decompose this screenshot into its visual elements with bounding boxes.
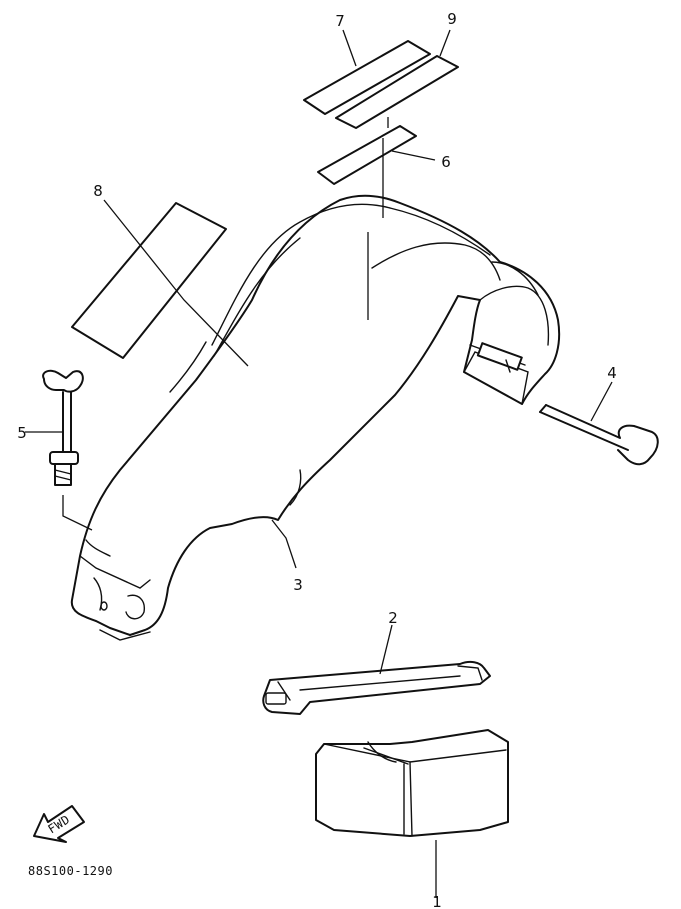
callout-2: 2 — [388, 609, 398, 627]
part-9-strip — [335, 55, 459, 129]
callout-8: 8 — [93, 182, 103, 200]
callout-9: 9 — [447, 10, 457, 28]
part-2-strap — [262, 660, 491, 715]
part-3-fender — [70, 117, 561, 641]
callout-4: 4 — [607, 364, 617, 382]
part-8-pad — [71, 202, 227, 359]
leader-lines — [25, 29, 613, 675]
callout-6: 6 — [441, 153, 451, 171]
part-7-strip — [303, 40, 431, 115]
callout-3: 3 — [293, 576, 303, 594]
part-1-box — [315, 729, 509, 898]
part-4-pin — [539, 404, 659, 466]
callout-7: 7 — [335, 12, 345, 30]
callout-5: 5 — [17, 424, 27, 442]
fwd-arrow-icon: FWD — [33, 805, 85, 843]
part-5-wing-bolt — [42, 369, 93, 531]
drawing-code: 88S100-1290 — [28, 864, 113, 878]
callout-1: 1 — [432, 893, 442, 909]
part-6-strip — [317, 125, 417, 185]
